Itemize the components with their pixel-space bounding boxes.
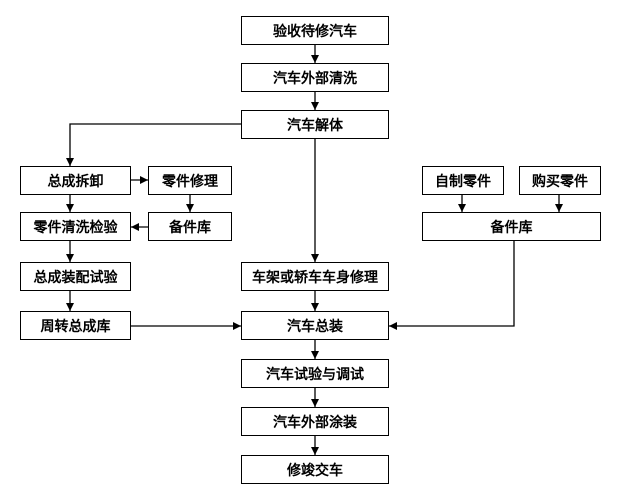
node-vehicle-disassembly: 汽车解体 [241,110,389,139]
node-part-repair: 零件修理 [148,166,232,195]
node-inspect-vehicle: 验收待修汽车 [241,16,389,45]
node-self-made-parts: 自制零件 [422,166,504,195]
node-assembly-removal: 总成拆卸 [20,166,131,195]
node-exterior-paint: 汽车外部涂装 [241,407,389,436]
node-vehicle-test: 汽车试验与调试 [241,359,389,388]
arrow-disassemble-to-assembly-removal [66,123,241,166]
node-purchased-parts: 购买零件 [519,166,601,195]
node-final-assembly: 汽车总装 [241,311,389,340]
node-turnover-store: 周转总成库 [20,311,131,340]
node-assembly-test: 总成装配试验 [20,262,131,291]
node-part-clean-inspect: 零件清洗检验 [20,212,131,241]
node-exterior-wash: 汽车外部清洗 [241,63,389,92]
arrow-inventory-right-to-final-assembly [389,241,515,330]
node-frame-body-repair: 车架或轿车车身修理 [241,262,389,291]
node-delivery: 修竣交车 [241,455,389,484]
node-spare-parts-store-left: 备件库 [148,212,232,241]
node-spare-parts-store-right: 备件库 [422,212,601,241]
